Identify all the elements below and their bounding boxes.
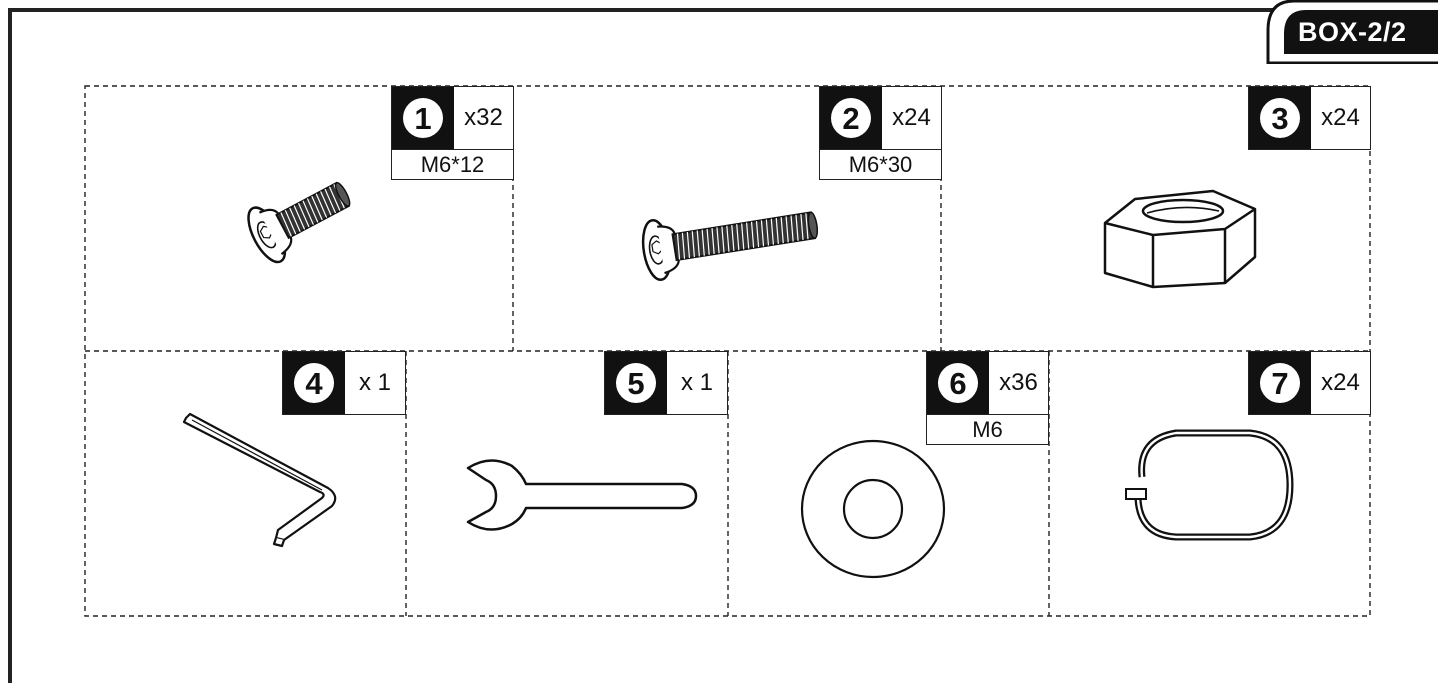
item-5-badge: 5 x 1 (604, 351, 728, 415)
item-4-badge: 4 x 1 (282, 351, 406, 415)
item-2-badge: 2 x24 (819, 86, 942, 150)
item-2-number: 2 (831, 98, 871, 138)
item-3-badge: 3 x24 (1248, 86, 1371, 150)
item-5-number: 5 (616, 363, 656, 403)
box-tag (1266, 0, 1438, 64)
box-label: BOX-2/2 (1298, 17, 1407, 47)
item-4-number: 4 (294, 363, 334, 403)
washer-icon (800, 439, 946, 579)
item-6-number: 6 (938, 363, 978, 403)
item-1-badge: 1 x32 (391, 86, 514, 150)
hex-nut-icon (1103, 189, 1257, 289)
item-3-quantity: x24 (1321, 104, 1360, 131)
item-5-quantity: x 1 (680, 369, 713, 396)
item-1-quantity: x32 (464, 104, 503, 131)
item-7-quantity: x24 (1321, 369, 1360, 396)
item-2-quantity: x24 (892, 104, 931, 131)
item-4-quantity: x 1 (358, 369, 391, 396)
item-6-quantity: x36 (999, 369, 1038, 396)
item-6-badge: 6 x36 (926, 351, 1049, 415)
short-socket-screw-icon (247, 181, 351, 264)
item-7-badge: 7 x24 (1248, 351, 1371, 415)
wrench-icon (466, 459, 698, 531)
allen-key-icon (182, 412, 337, 548)
item-7-number: 7 (1260, 363, 1300, 403)
split-ring-icon (1125, 429, 1294, 541)
item-1-spec: M6*12 (391, 150, 514, 180)
item-1-number: 1 (403, 98, 443, 138)
item-2-spec: M6*30 (819, 150, 942, 180)
item-6-spec: M6 (926, 415, 1049, 445)
item-3-number: 3 (1260, 98, 1300, 138)
long-socket-screw-icon (641, 211, 819, 281)
